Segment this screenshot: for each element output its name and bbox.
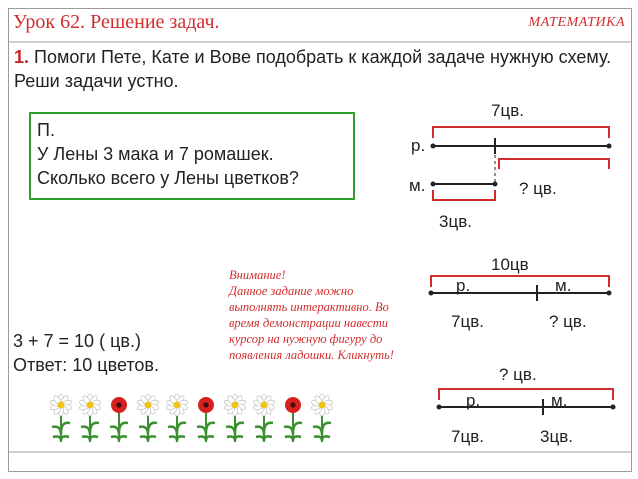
solution-answer: Ответ: 10 цветов. xyxy=(13,355,159,375)
scheme-2-top-label: 10цв xyxy=(491,255,529,274)
scheme-1-right-label: ? цв. xyxy=(519,179,557,198)
subject-label: МАТЕМАТИКА xyxy=(528,15,625,30)
scheme-2-drawing xyxy=(428,275,612,301)
slide: Урок 62. Решение задач. МАТЕМАТИКА 1. По… xyxy=(8,8,632,472)
poppy-flower-icon xyxy=(196,397,216,442)
footer-bar xyxy=(9,451,631,471)
poppy-flower-icon xyxy=(283,397,303,442)
scheme-3-right-label: м. xyxy=(551,391,568,410)
daisy-flower-icon xyxy=(224,393,246,442)
scheme-1-dot-c xyxy=(430,181,436,187)
lesson-title: Урок 62. Решение задач. xyxy=(13,11,220,33)
interactive-notice: Внимание! Данное задание можно выполнять… xyxy=(229,267,447,363)
scheme-1-dot-b xyxy=(606,143,612,149)
daisy-flower-icon xyxy=(137,393,159,442)
scheme-1-right-bracket xyxy=(498,158,610,169)
notice-line-4: время демонстрации навести xyxy=(229,316,389,330)
daisy-flower-icon xyxy=(166,393,188,442)
scheme-1-top-label: 7цв. xyxy=(491,101,524,120)
scheme-3-top-label: ? цв. xyxy=(499,365,537,384)
scheme-3-dot-a xyxy=(436,404,442,410)
notice-line-1: Внимание! xyxy=(229,268,286,282)
scheme-2-bottom-right-label: ? цв. xyxy=(549,312,587,331)
scheme-3-bottom-right-label: 3цв. xyxy=(540,427,573,446)
task-text: Помоги Пете, Кате и Вове подобрать к каж… xyxy=(14,47,612,91)
scheme-1-drawing xyxy=(430,126,612,201)
notice-line-2: Данное задание можно xyxy=(229,284,354,298)
solution: 3 + 7 = 10 ( цв.) Ответ: 10 цветов. xyxy=(13,329,159,377)
daisy-flower-icon xyxy=(253,393,275,442)
scheme-1-top-bracket xyxy=(432,126,610,138)
notice-line-3: выполнять интерактивно. Во xyxy=(229,300,389,314)
scheme-2-left-label: р. xyxy=(456,276,471,295)
scheme-2-top-bracket xyxy=(430,275,610,287)
daisy-flower-icon xyxy=(50,393,72,442)
scheme-3-bottom-left-label: 7цв. xyxy=(451,427,484,446)
problem-line-3: Сколько всего у Лены цветков? xyxy=(37,168,299,188)
problem-box: П. У Лены 3 мака и 7 ромашек. Сколько вс… xyxy=(29,112,355,200)
header-bar: Урок 62. Решение задач. МАТЕМАТИКА xyxy=(9,9,631,43)
notice-line-5: курсор на нужную фигуру до xyxy=(229,332,383,346)
problem-line-2: У Лены 3 мака и 7 ромашек. xyxy=(37,144,274,164)
daisy-flower-icon xyxy=(311,393,333,442)
scheme-3-top-bracket xyxy=(438,388,614,400)
scheme-2-bottom-left-label: 7цв. xyxy=(451,312,484,331)
scheme-1-row1-label: р. xyxy=(411,136,426,155)
task-number: 1. xyxy=(14,47,30,67)
scheme-3-dot-b xyxy=(610,404,616,410)
task-instruction: 1. Помоги Пете, Кате и Вове подобрать к … xyxy=(14,45,614,93)
scheme-3-drawing xyxy=(436,388,616,415)
notice-line-6: появления ладошки. Кликнуть! xyxy=(229,348,394,362)
scheme-1-bottom-label: 3цв. xyxy=(439,212,472,231)
daisy-flower-icon xyxy=(79,393,101,442)
scheme-1-row2-label: м. xyxy=(409,176,426,195)
scheme-3-left-label: р. xyxy=(466,391,481,410)
problem-line-1: П. xyxy=(37,120,55,140)
scheme-2-dot-b xyxy=(606,290,612,296)
poppy-flower-icon xyxy=(109,397,129,442)
solution-equation: 3 + 7 = 10 ( цв.) xyxy=(13,331,141,351)
scheme-2-right-label: м. xyxy=(555,276,572,295)
scheme-1-dot-a xyxy=(430,143,436,149)
scheme-1-bottom-bracket xyxy=(432,190,496,201)
scheme-1-dot-d xyxy=(492,181,498,187)
scheme-2-dot-a xyxy=(428,290,434,296)
